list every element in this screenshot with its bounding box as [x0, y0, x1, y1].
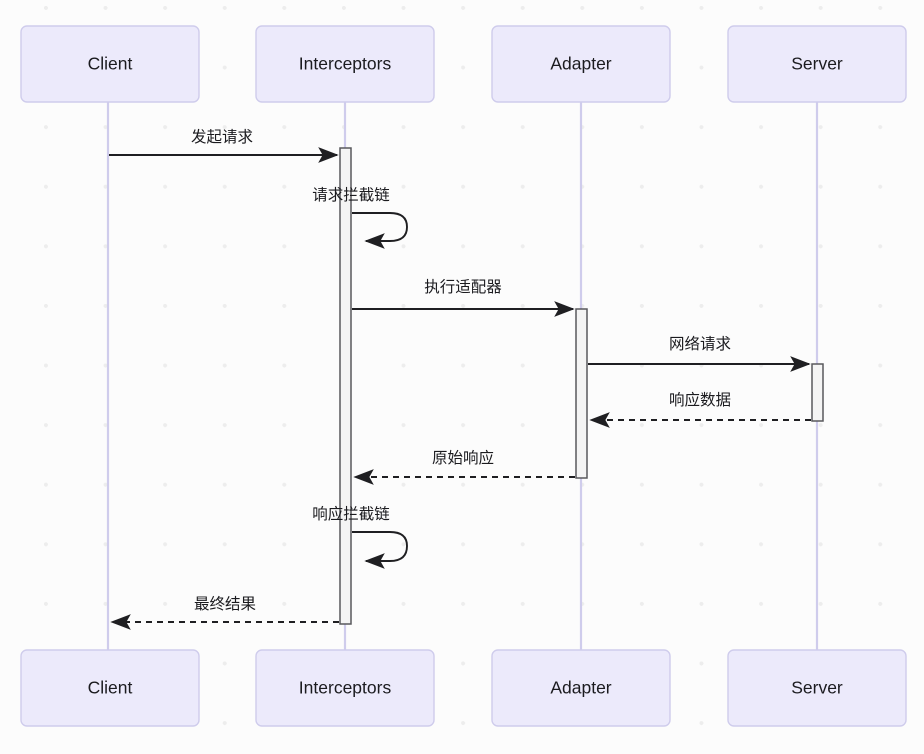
actor-box-adapter-top-rect[interactable]: [491, 25, 671, 103]
message-4-network-request: 网络请求: [588, 335, 811, 372]
message-selfloop-7: [352, 531, 408, 569]
message-5-response-data: 响应数据: [589, 390, 811, 428]
message-8-final-result: 最终结果: [110, 595, 339, 630]
actor-label-server-top: Server: [791, 54, 843, 74]
actor-label-client-bottom: Client: [88, 678, 133, 698]
message-label-7: 响应拦截链: [312, 504, 390, 523]
actor-box-adapter-bottom-rect[interactable]: [491, 649, 671, 727]
actor-box-adapter-bottom[interactable]: Adapter: [491, 649, 671, 727]
message-label-2: 请求拦截链: [312, 186, 390, 204]
actor-box-client-bottom[interactable]: Client: [20, 649, 200, 727]
message-6-raw-response: 原始响应: [353, 448, 575, 485]
message-7-response-interceptor-chain: 响应拦截链: [312, 504, 408, 569]
message-label-3: 执行适配器: [424, 278, 502, 296]
actor-box-adapter-top[interactable]: Adapter: [491, 25, 671, 103]
actor-label-server-bottom: Server: [791, 678, 843, 698]
actor-box-server-bottom-rect[interactable]: [727, 649, 907, 727]
message-label-4: 网络请求: [669, 335, 731, 353]
actor-label-interceptors-top: Interceptors: [299, 54, 392, 74]
message-label-8: 最终结果: [194, 595, 256, 613]
actor-boxes-bottom: Client Interceptors Adapter Server: [20, 649, 907, 727]
actor-box-client-bottom-rect[interactable]: [20, 649, 200, 727]
actor-box-server-top-rect[interactable]: [727, 25, 907, 103]
actor-label-adapter-bottom: Adapter: [550, 678, 611, 698]
actor-box-client-top[interactable]: Client: [20, 25, 200, 103]
message-2-request-interceptor-chain: 请求拦截链: [312, 186, 408, 249]
activation-bar-server: [811, 363, 824, 422]
lifelines-group: [106, 102, 819, 650]
actor-label-adapter-top: Adapter: [550, 54, 611, 74]
activation-bar-adapter: [575, 308, 588, 479]
actor-box-interceptors-bottom[interactable]: Interceptors: [255, 649, 435, 727]
actor-label-interceptors-bottom: Interceptors: [299, 678, 392, 698]
actor-box-client-top-rect[interactable]: [20, 25, 200, 103]
activation-bar-interceptors: [339, 147, 352, 625]
actor-box-server-top[interactable]: Server: [727, 25, 907, 103]
message-label-1: 发起请求: [191, 128, 253, 146]
actor-boxes-top: Client Interceptors Adapter Server: [20, 25, 907, 103]
message-selfloop-2: [352, 212, 408, 249]
message-label-5: 响应数据: [669, 390, 731, 409]
actor-box-interceptors-top-rect[interactable]: [255, 25, 435, 103]
activation-bars-group: [339, 147, 824, 625]
message-label-6: 原始响应: [432, 448, 494, 467]
actor-box-server-bottom[interactable]: Server: [727, 649, 907, 727]
actor-box-interceptors-top[interactable]: Interceptors: [255, 25, 435, 103]
actor-label-client-top: Client: [88, 54, 133, 74]
actor-box-interceptors-bottom-rect[interactable]: [255, 649, 435, 727]
message-1-initiate-request: 发起请求: [109, 128, 339, 163]
message-3-execute-adapter: 执行适配器: [352, 278, 575, 317]
